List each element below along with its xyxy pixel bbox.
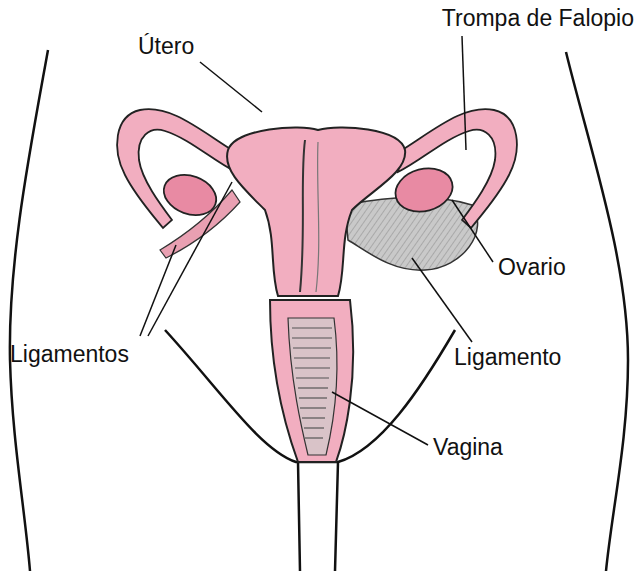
ovary bbox=[158, 168, 222, 222]
part-label: Ligamento bbox=[454, 343, 561, 371]
vaginal-canal bbox=[288, 318, 337, 455]
fallopian-tube bbox=[117, 109, 236, 228]
ovary bbox=[391, 162, 458, 218]
leg-outline bbox=[298, 462, 338, 571]
vagina bbox=[270, 300, 353, 462]
body-outline bbox=[10, 50, 48, 571]
part-label: Ligamentos bbox=[10, 340, 129, 368]
part-label: Vagina bbox=[433, 433, 503, 461]
leader-line bbox=[140, 36, 493, 445]
body-outline bbox=[566, 52, 628, 571]
part-label: Ovario bbox=[498, 253, 566, 281]
uterine-wall bbox=[316, 142, 319, 292]
part-label: Trompa de Falopio bbox=[442, 4, 634, 32]
uterus bbox=[227, 127, 405, 296]
uterine-cavity bbox=[300, 140, 305, 292]
vaginal-rugae bbox=[292, 328, 332, 438]
part-label: Útero bbox=[138, 32, 194, 60]
